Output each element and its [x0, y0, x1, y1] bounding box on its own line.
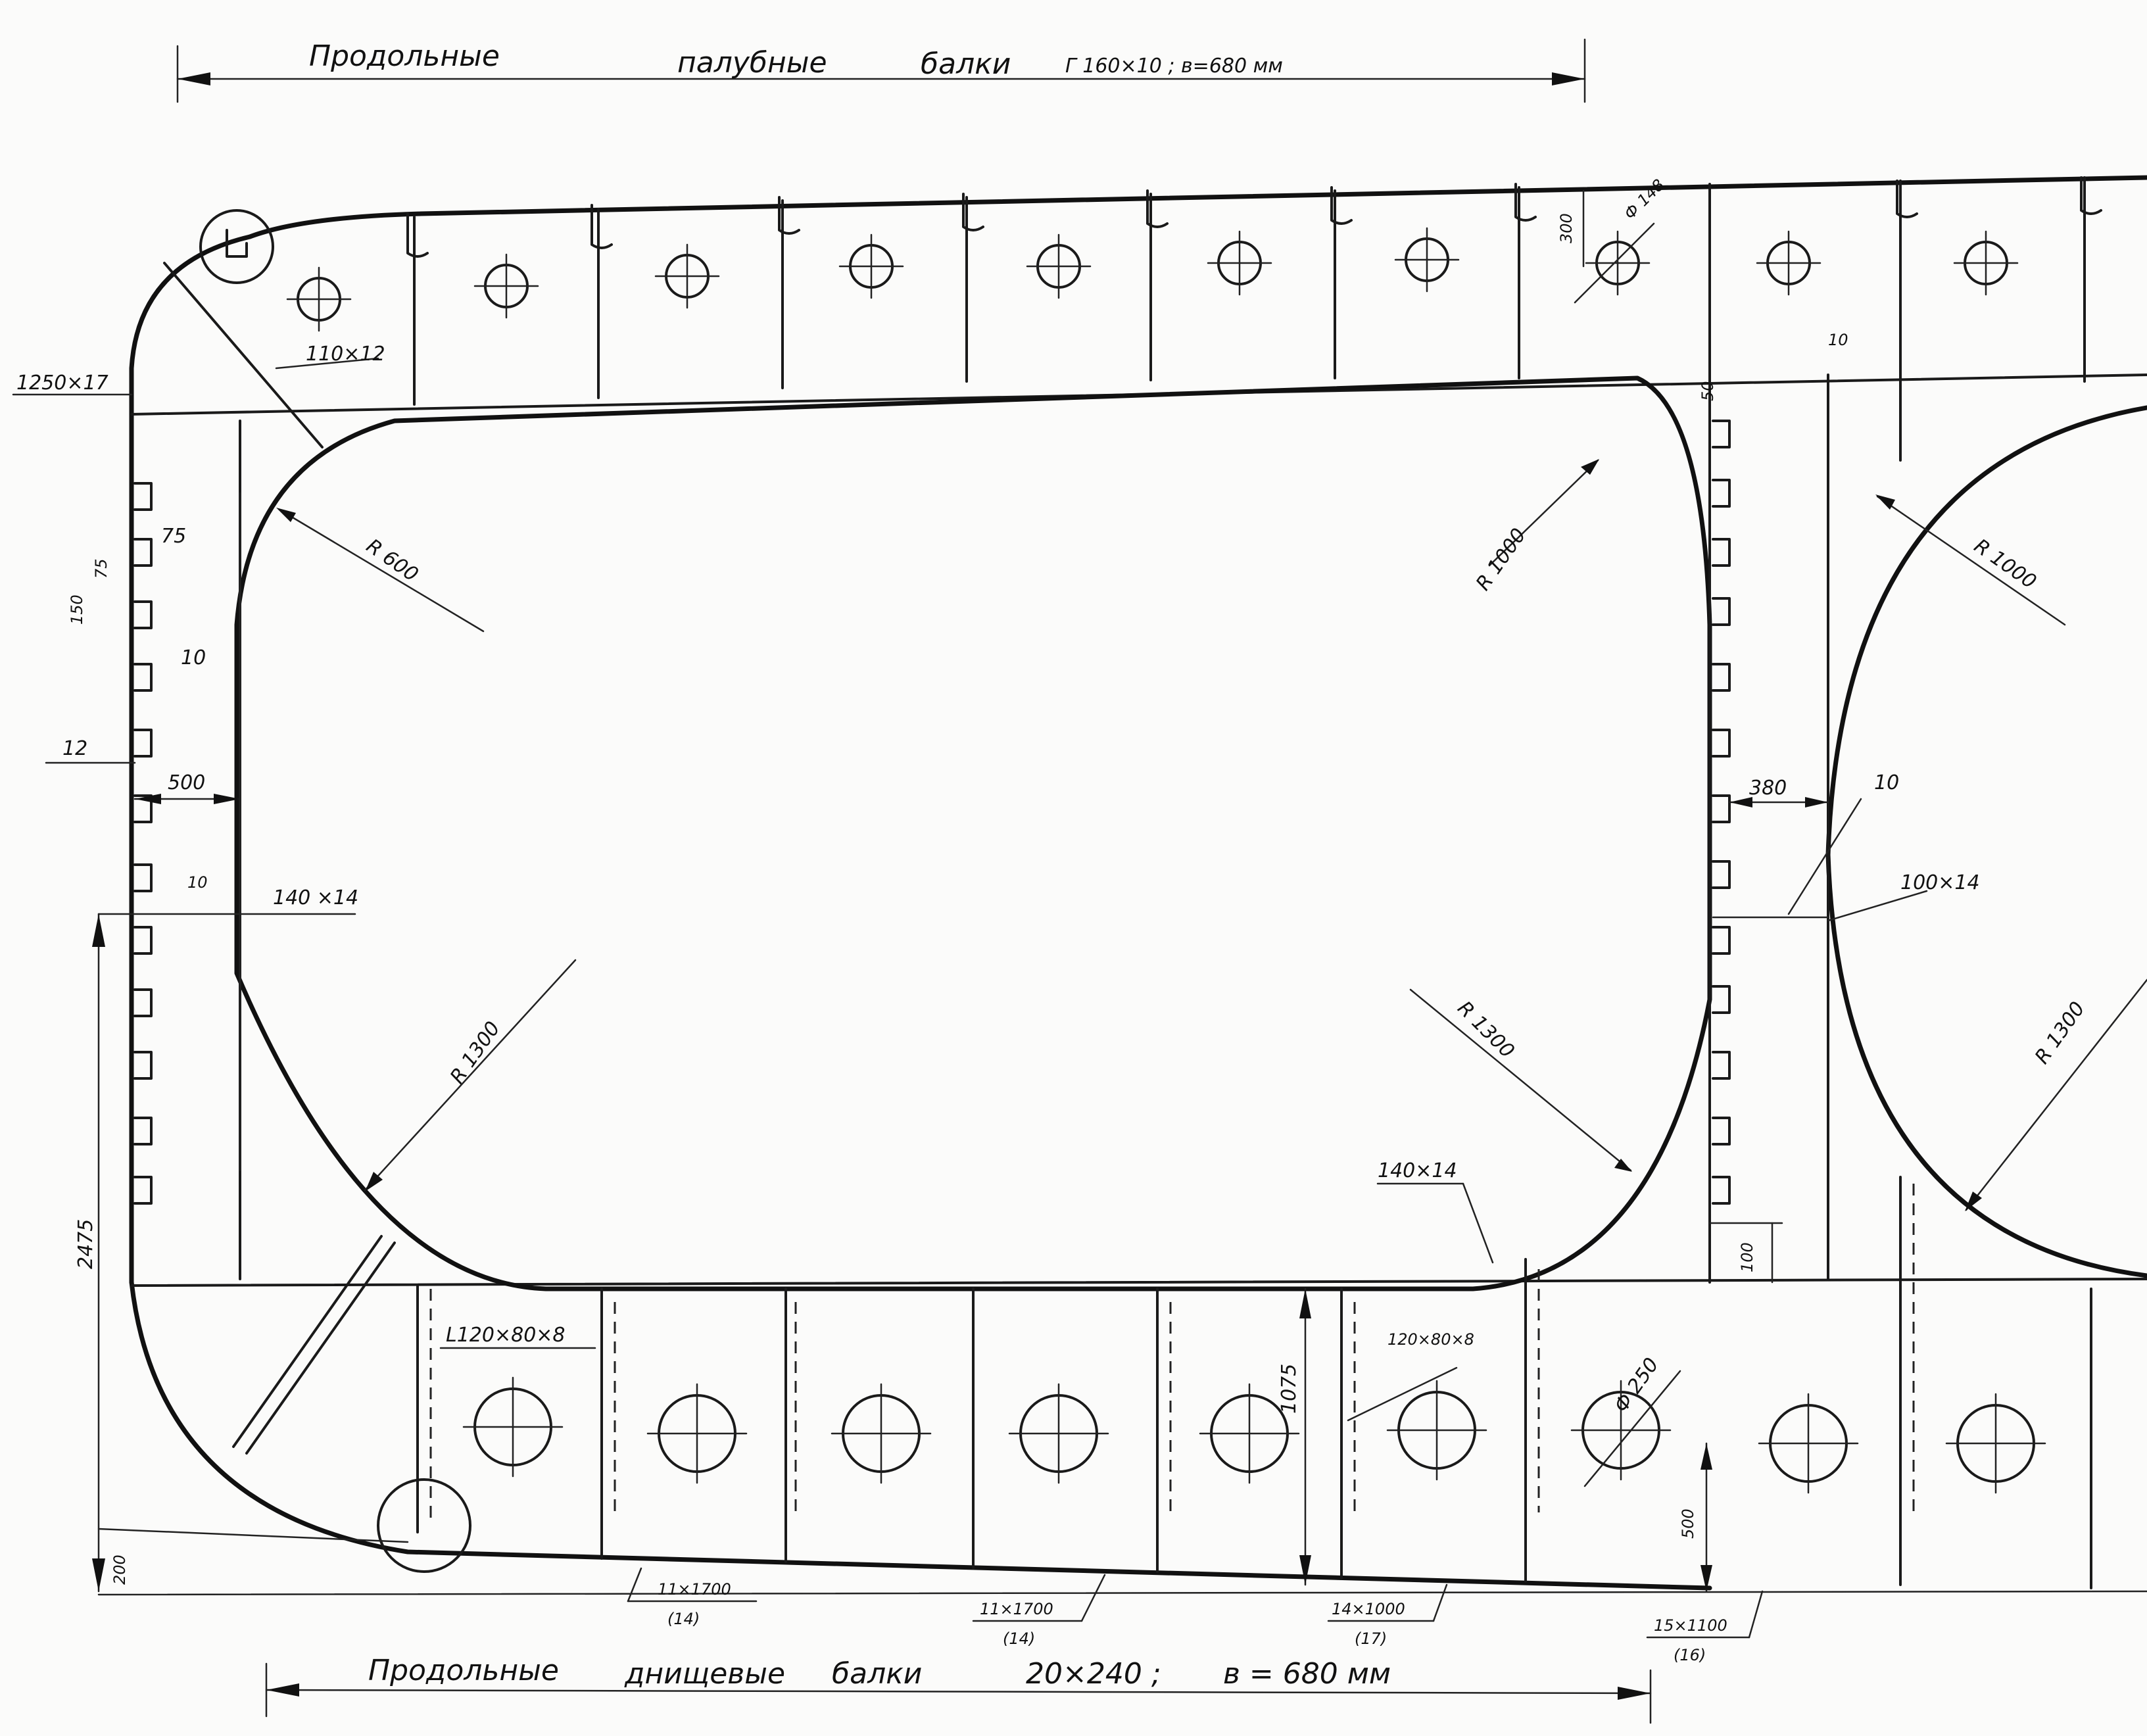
dim-1075	[1299, 1288, 1311, 1586]
label-plate-1: 11×1700	[658, 1580, 731, 1599]
label-plate-2b: (14)	[1003, 1629, 1035, 1648]
bottom-title-word-1: Продольные	[368, 1654, 559, 1687]
label-110x12: 110×12	[306, 343, 385, 366]
label-12: 12	[62, 737, 87, 760]
side-longitudinal-teeth	[133, 420, 1731, 1205]
label-100x14: 100×14	[1900, 871, 1980, 894]
label-plate-3b: (17)	[1355, 1629, 1387, 1648]
dia-148-leader	[1574, 222, 1655, 304]
label-r1300-c: R 1300	[2031, 998, 2090, 1069]
label-10-right: 10	[1874, 771, 1899, 794]
label-10-mid: 10	[187, 873, 208, 892]
bottom-title-word-3: балки	[832, 1657, 922, 1691]
hull-outline	[97, 175, 2147, 1596]
label-10-top: 10	[1828, 331, 1848, 349]
bracket-diagonal-top	[163, 262, 324, 448]
leader-120-b	[1347, 1366, 1458, 1422]
leader-140-b2	[1462, 1182, 1494, 1264]
top-title-word-1: Продольные	[309, 39, 500, 73]
label-1250x17: 1250×17	[16, 372, 109, 395]
radius-leaders	[276, 459, 2147, 1211]
deck-stiffeners	[239, 176, 2086, 1284]
label-200: 200	[110, 1555, 129, 1585]
label-plate-1b: (14)	[667, 1610, 700, 1628]
dim-500-left	[133, 794, 241, 804]
label-380: 380	[1749, 777, 1787, 800]
top-title-word-2: палубные	[677, 46, 827, 80]
label-2475: 2475	[74, 1219, 97, 1269]
label-r1300-a: R 1300	[446, 1017, 505, 1088]
label-140x14-a: 140 ×14	[273, 886, 358, 909]
label-500-bottom: 500	[1679, 1508, 1697, 1539]
label-140x14-b: 140×14	[1378, 1159, 1457, 1182]
label-120x80x8: 120×80×8	[1387, 1330, 1474, 1349]
label-dia-148: Ф 148	[1620, 176, 1668, 223]
dim-100	[1708, 1222, 1783, 1284]
plate-tags	[627, 1567, 1764, 1639]
bottom-stiffeners	[416, 1176, 2092, 1589]
label-1075: 1075	[1278, 1364, 1301, 1414]
label-50: 50	[1699, 381, 1717, 401]
bottom-title-spec: 20×240 ;	[1026, 1657, 1161, 1691]
label-l120x80x8: L120×80×8	[446, 1324, 566, 1347]
leader-10-right	[1787, 798, 1862, 915]
detail-circle-bottom	[377, 1478, 471, 1573]
bottom-title-word-2: днищевые	[624, 1657, 785, 1691]
label-dia-250: Ф 250	[1610, 1354, 1664, 1417]
dim-500-bottom	[1701, 1442, 1712, 1593]
label-75-a: 75	[161, 525, 186, 548]
label-100: 100	[1738, 1242, 1756, 1272]
top-title-spec: Г 160×10 ; в=680 мм	[1065, 55, 1283, 78]
dia-250-leader	[1583, 1370, 1681, 1487]
label-r1300-b: R 1300	[1453, 997, 1518, 1063]
label-plate-2: 11×1700	[980, 1600, 1053, 1618]
bilge-angle-bracket	[232, 1235, 396, 1455]
label-plate-4b: (16)	[1674, 1646, 1706, 1664]
top-dimension-line	[176, 38, 1586, 103]
deck-lightening-holes	[286, 227, 2019, 332]
label-plate-4: 15×1100	[1654, 1616, 1727, 1635]
bottom-dimension-line	[265, 1662, 1652, 1724]
label-plate-3: 14×1000	[1332, 1600, 1405, 1618]
label-500: 500	[168, 771, 205, 794]
overall-height-dimension	[92, 913, 409, 1593]
leader-110	[275, 357, 379, 370]
label-300: 300	[1557, 213, 1576, 243]
deck-longitudinal-marks	[226, 176, 2102, 258]
bottom-title-width: в = 680 мм	[1223, 1657, 1391, 1691]
top-title-word-3: балки	[921, 47, 1011, 81]
detail-circle-top	[199, 209, 274, 284]
label-r1000-a: R 1000	[1472, 524, 1531, 595]
label-150: 150	[68, 594, 86, 625]
leader-100x14	[1827, 890, 1928, 922]
label-r600: R 600	[362, 535, 422, 587]
bottom-lightening-holes	[462, 1376, 2046, 1494]
label-10-left: 10	[181, 646, 206, 669]
dim-380	[1728, 797, 1829, 808]
label-75-b: 75	[92, 558, 110, 579]
web-opening-main	[234, 375, 1712, 1291]
